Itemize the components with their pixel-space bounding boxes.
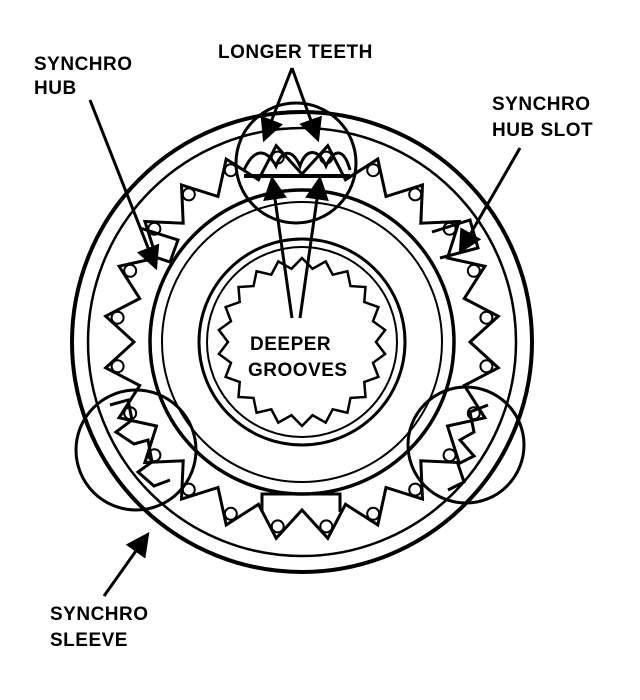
arrow-longer-teeth-right: [290, 67, 322, 143]
sleeve-tooth: [147, 448, 162, 463]
sleeve-tooth: [366, 506, 381, 521]
label-deeper-grooves-line2: GROOVES: [248, 360, 348, 381]
left-detail-teeth: [109, 398, 171, 488]
detail-circle-left: [74, 388, 198, 512]
label-deeper-grooves-line1: DEEPER: [250, 334, 331, 355]
sleeve-tooth: [319, 519, 334, 534]
sleeve-tooth: [270, 519, 285, 534]
arrow-deeper-grooves-right: [298, 175, 329, 319]
sleeve-teeth-ring: [103, 143, 501, 541]
label-synchro-hub-slot-line1: SYNCHRO: [492, 94, 591, 115]
sleeve-tooth: [223, 506, 238, 521]
sleeve-tooth: [110, 310, 125, 325]
sleeve-tooth: [408, 482, 423, 497]
label-synchro-hub-line1: SYNCHRO: [34, 54, 133, 75]
arrow-deeper-grooves-left: [263, 175, 294, 319]
sleeve-tooth: [408, 187, 423, 202]
sleeve-tooth: [479, 310, 494, 325]
sleeve-outer-ring: [70, 110, 534, 574]
label-synchro-hub-line2: HUB: [34, 78, 77, 99]
hub-bore-ring: [206, 246, 398, 438]
detail-circle-right: [406, 385, 526, 505]
longer-teeth-detail: [242, 151, 352, 171]
right-detail-teeth: [447, 403, 489, 492]
label-synchro-sleeve-line2: SLEEVE: [50, 630, 128, 651]
inner-splines: [217, 256, 387, 428]
sleeve-tooth: [181, 187, 196, 202]
arrow-longer-teeth-left: [260, 67, 294, 143]
sleeve-tooth: [147, 221, 162, 236]
sleeve-tooth: [123, 263, 138, 278]
sleeve-tooth: [110, 359, 125, 374]
arrow-synchro-hub: [88, 99, 160, 271]
sleeve-tooth: [366, 163, 381, 178]
label-synchro-sleeve-line1: SYNCHRO: [50, 604, 149, 625]
sleeve-tooth: [442, 448, 457, 463]
detail-circle-top: [234, 101, 358, 225]
hub-inner-ring: [161, 201, 443, 483]
label-longer-teeth: LONGER TEETH: [218, 42, 373, 63]
arrow-synchro-sleeve: [102, 532, 150, 597]
hub-center-ring: [197, 237, 407, 447]
hub-slot-bottom: [260, 492, 342, 512]
arrow-hub-slot: [458, 147, 522, 255]
sleeve-tooth: [466, 406, 481, 421]
label-synchro-hub-slot-line2: HUB SLOT: [492, 120, 593, 141]
sleeve-tooth: [466, 263, 481, 278]
sleeve-tooth: [479, 359, 494, 374]
